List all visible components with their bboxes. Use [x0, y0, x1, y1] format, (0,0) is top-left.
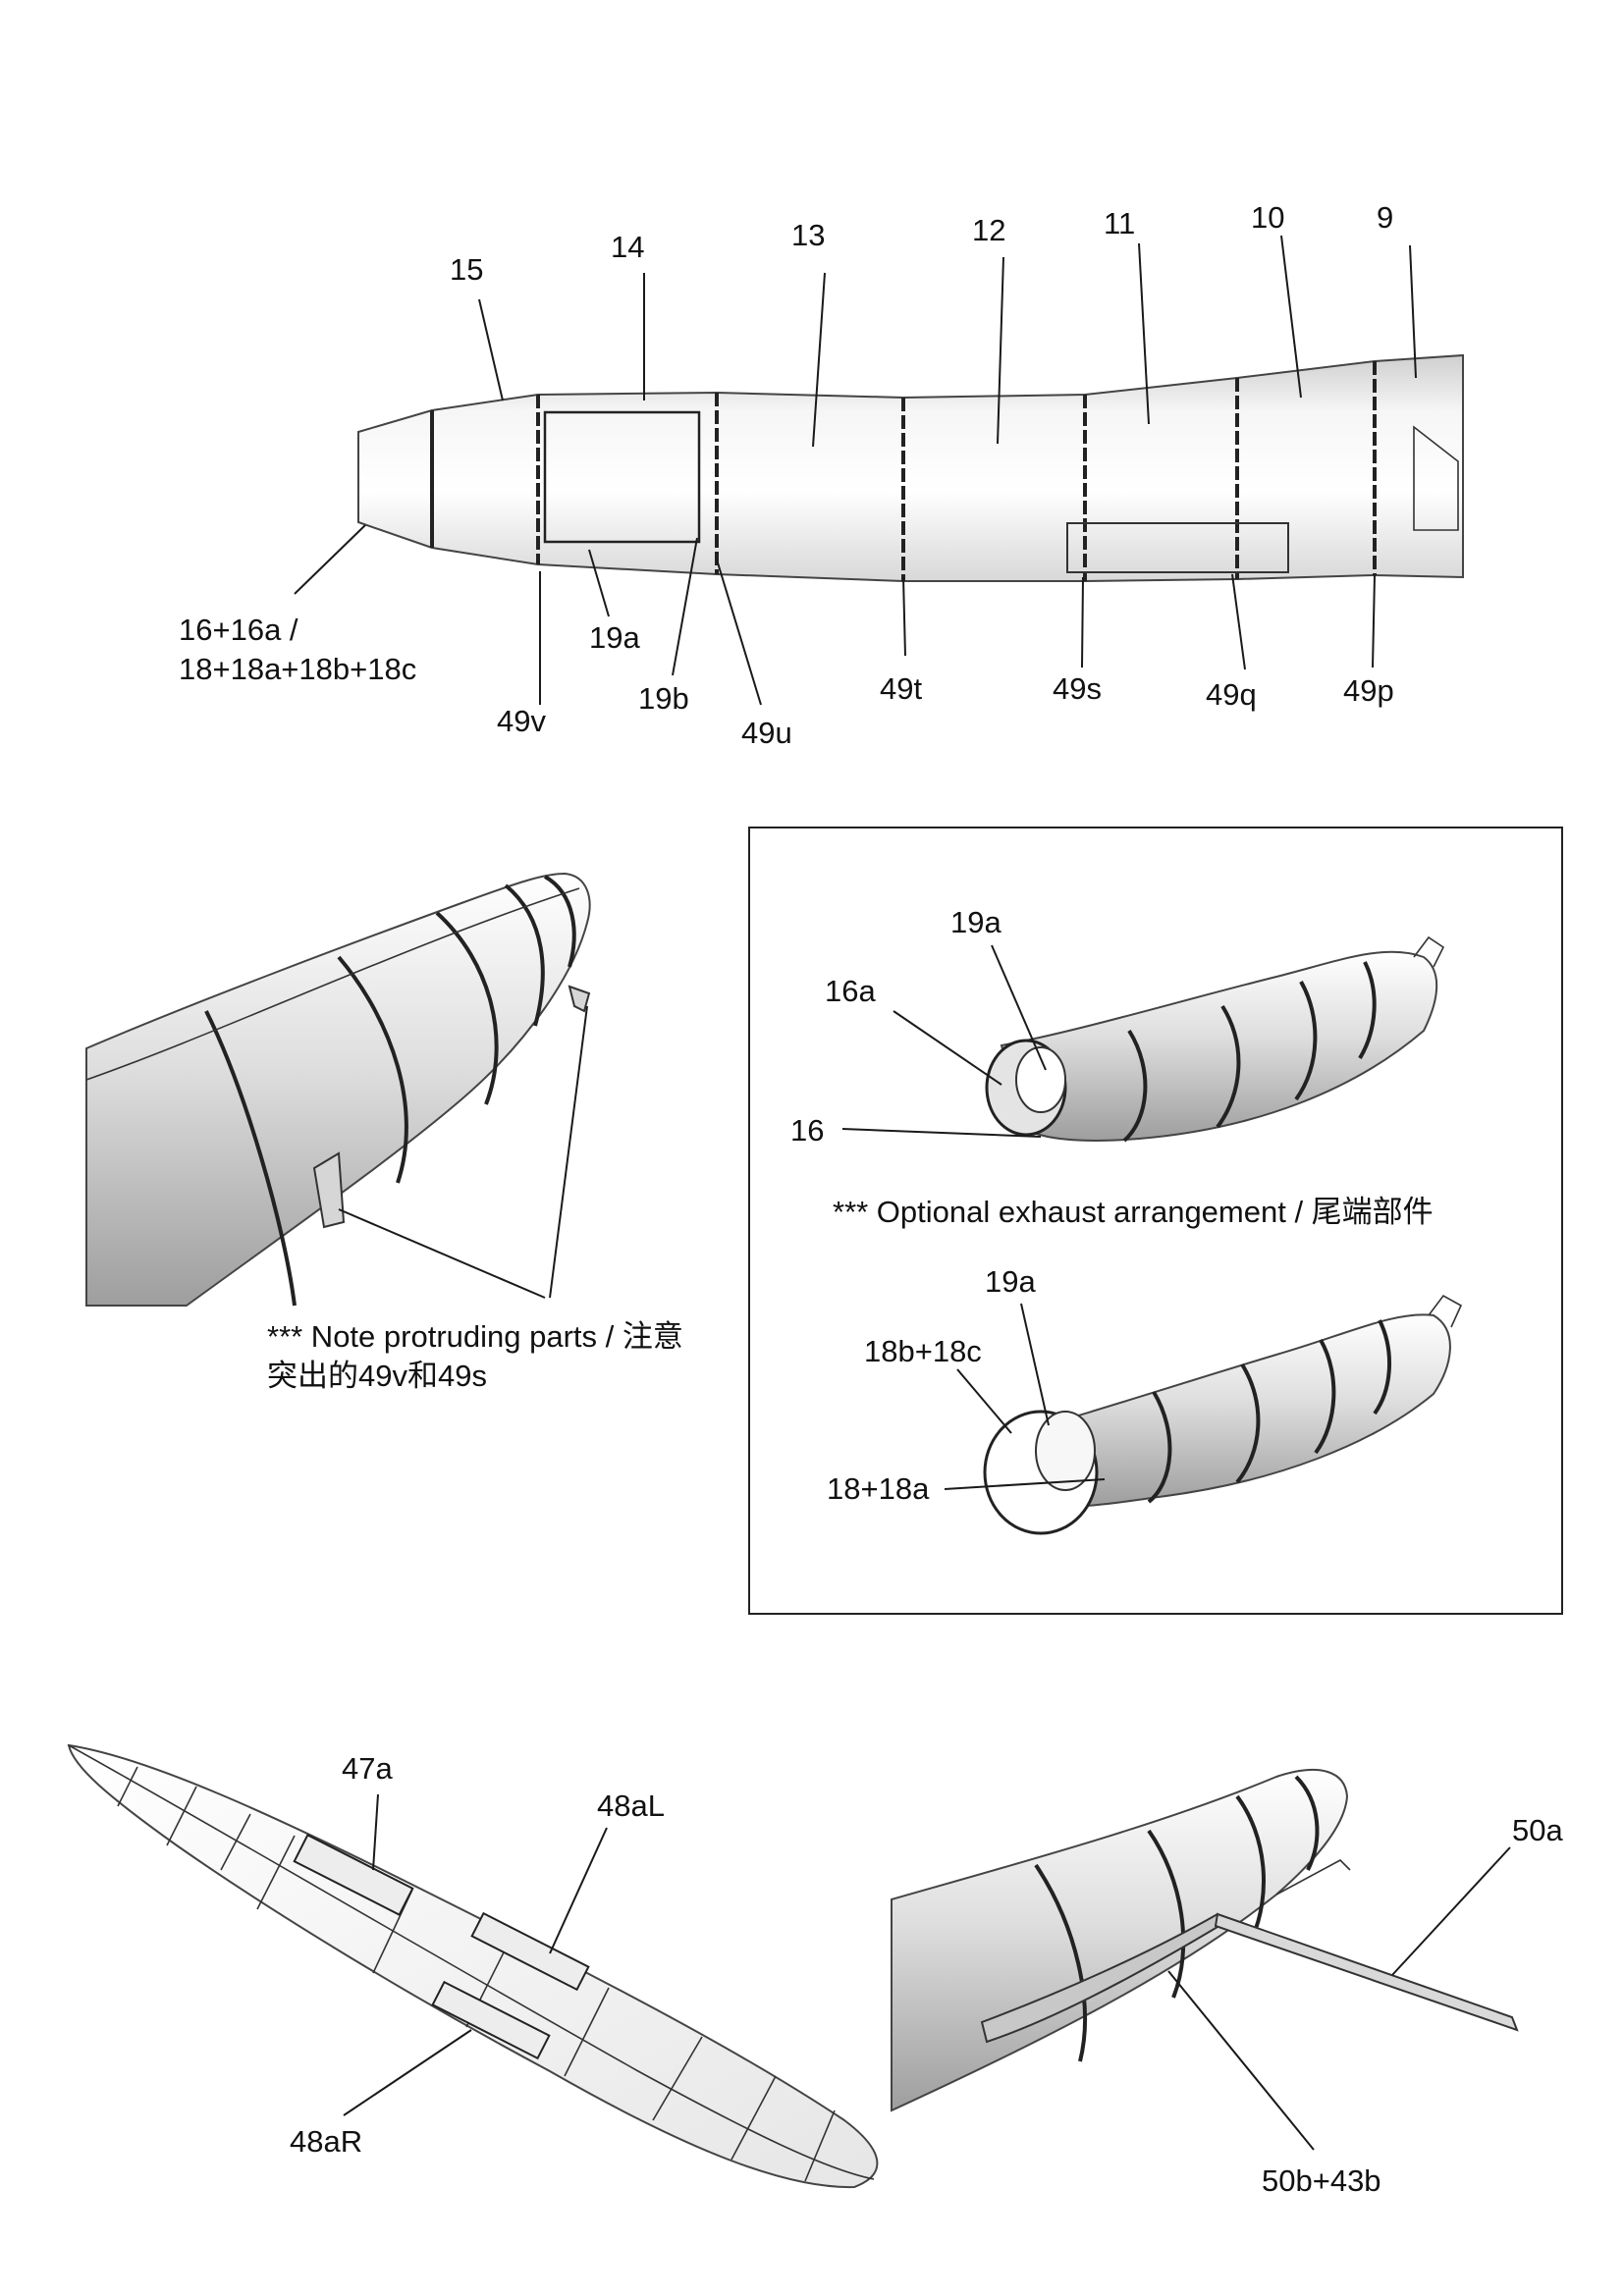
label-14: 14	[611, 230, 644, 264]
top-view-leaders	[294, 235, 1417, 706]
fuselage-side-view	[357, 353, 1464, 582]
exhaust-label-19a-lower: 19a	[985, 1264, 1036, 1299]
label-49s: 49s	[1053, 671, 1102, 706]
tail-ring-4	[504, 883, 545, 1027]
exhaust-options-frame	[748, 827, 1563, 1615]
optional-exhaust-note: *** Optional exhaust arrangement / 尾端部件	[833, 1195, 1434, 1229]
exhaust-19a-inner-lower	[1035, 1411, 1096, 1491]
top-view-labels: 15 14 13 12 11 10 9 16+16a / 18+18a+18b+…	[179, 200, 1394, 750]
label-16-18-line1: 16+16a /	[179, 613, 298, 647]
tail-spine	[85, 887, 580, 1081]
panel-47a	[293, 1834, 414, 1916]
tail-fin-49s	[568, 985, 591, 1013]
fuselage-side-outline	[357, 353, 1464, 582]
label-49p: 49p	[1343, 673, 1394, 708]
underside-leaders	[343, 1793, 608, 2116]
tail-cone-body	[85, 872, 591, 1307]
label-49u: 49u	[741, 716, 792, 750]
probe-50a	[1214, 1912, 1519, 2032]
exhaust-label-18b-18c: 18b+18c	[864, 1334, 982, 1368]
label-11: 11	[1104, 206, 1135, 240]
exhaust-label-16: 16	[790, 1113, 824, 1148]
label-12: 12	[972, 213, 1005, 247]
probe-leaders	[1167, 1846, 1511, 2151]
tail-ring-1	[204, 1010, 297, 1307]
label-15: 15	[450, 252, 483, 287]
label-48aL: 48aL	[597, 1789, 665, 1823]
label-50a: 50a	[1512, 1813, 1563, 1847]
label-13: 13	[791, 218, 825, 252]
label-49t: 49t	[880, 671, 922, 706]
fin-cutout	[1413, 425, 1459, 531]
label-16-18-line2: 18+18a+18b+18c	[179, 652, 416, 686]
tail-ring-5	[543, 875, 576, 968]
tail-probe-view	[891, 1768, 1519, 2112]
panel-lower	[1066, 522, 1289, 573]
panel-48aR	[431, 1980, 551, 2060]
label-47a: 47a	[342, 1751, 393, 1786]
label-49q: 49q	[1206, 677, 1257, 712]
tail-note-line1: *** Note protruding parts / 注意	[267, 1319, 683, 1354]
exhaust-lower-leaders	[944, 1303, 1106, 1490]
exhaust-16-body	[1000, 950, 1438, 1142]
exhaust-19a-inner	[1015, 1046, 1066, 1113]
exhaust-label-16a: 16a	[825, 974, 876, 1008]
label-10: 10	[1251, 200, 1284, 235]
underside-outline	[67, 1743, 879, 2189]
tail-ring-2	[337, 955, 408, 1184]
label-19a: 19a	[589, 620, 640, 655]
panel-48aL	[470, 1911, 590, 1992]
label-49v: 49v	[497, 704, 546, 738]
tail-perspective-view	[85, 872, 591, 1307]
label-19b: 19b	[638, 681, 689, 716]
tail-note-line2: 突出的49v和49s	[267, 1359, 487, 1393]
exhaust-option-16	[985, 935, 1445, 1143]
exhaust-option-18	[983, 1294, 1463, 1535]
label-9: 9	[1377, 200, 1393, 235]
label-48aR: 48aR	[290, 2124, 362, 2159]
label-50b-43b: 50b+43b	[1262, 2163, 1381, 2198]
fuselage-underside-view	[67, 1743, 879, 2189]
panel-19	[543, 410, 701, 544]
tail-fin-49v	[312, 1151, 346, 1229]
exhaust-label-18-18a: 18+18a	[827, 1471, 930, 1506]
exhaust-label-19a-upper: 19a	[950, 905, 1001, 939]
exhaust-upper-leaders	[841, 944, 1047, 1138]
tail-note-leaders	[338, 1005, 588, 1299]
